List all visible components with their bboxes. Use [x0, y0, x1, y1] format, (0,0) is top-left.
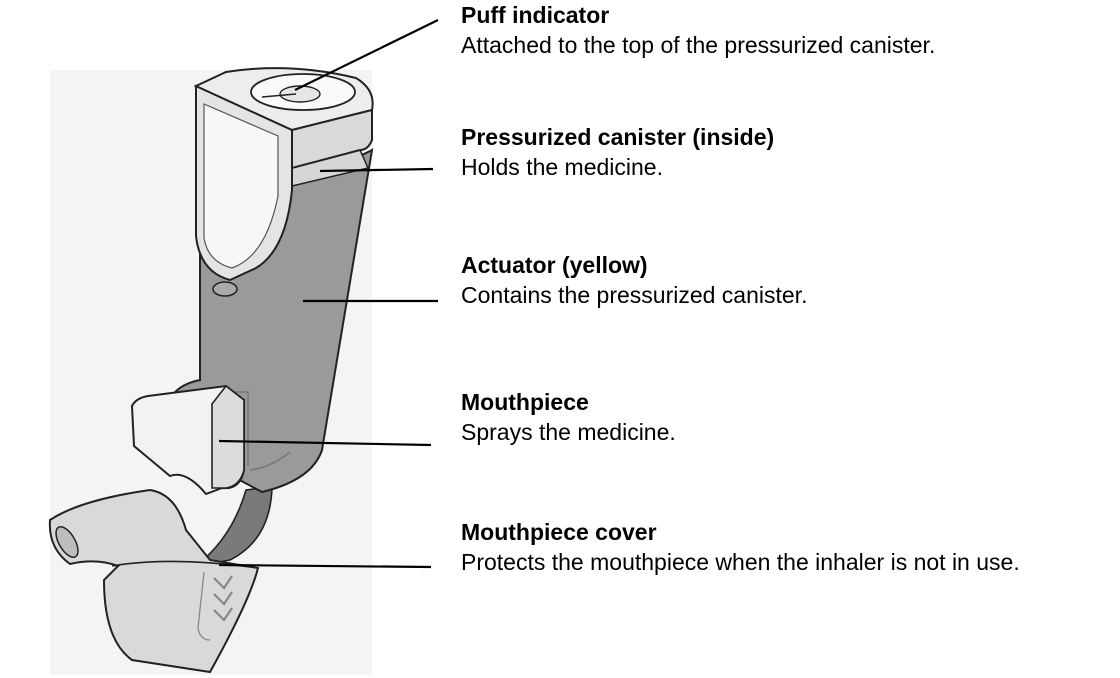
puff-indicator-window [203, 103, 279, 269]
leader-line-puff-indicator [294, 19, 439, 91]
puff-counter-hub [279, 85, 321, 103]
label-mouthpiece-cover-name: Mouthpiece cover [461, 519, 657, 545]
mouthpiece-side [211, 384, 245, 489]
label-canister-name: Pressurized canister (inside) [461, 124, 775, 150]
puff-indicator-side [291, 108, 373, 170]
label-mouthpiece: Mouthpiece Sprays the medicine. [461, 387, 676, 447]
label-actuator-description: Contains the pressurized canister. [461, 282, 808, 308]
puff-counter-slot [261, 93, 297, 98]
actuator-button [212, 281, 238, 297]
label-actuator: Actuator (yellow) Contains the pressuriz… [461, 250, 807, 310]
label-actuator-name: Actuator (yellow) [461, 252, 648, 278]
label-mouthpiece-description: Sprays the medicine. [461, 419, 676, 445]
leader-line-canister [319, 167, 434, 173]
leader-line-mouthpiece [218, 439, 432, 447]
label-puff-indicator-name: Puff indicator [461, 2, 610, 28]
leader-line-mouthpiece-cover [218, 563, 432, 569]
label-puff-indicator-description: Attached to the top of the pressurized c… [461, 32, 936, 58]
cover-ridge [197, 571, 211, 641]
cover-grip-chevrons [213, 575, 233, 622]
actuator-seam [249, 451, 291, 471]
label-puff-indicator: Puff indicator Attached to the top of th… [461, 0, 935, 60]
label-mouthpiece-name: Mouthpiece [461, 389, 589, 415]
label-mouthpiece-cover-description: Protects the mouthpiece when the inhaler… [461, 549, 1020, 575]
label-canister: Pressurized canister (inside) Holds the … [461, 122, 774, 182]
label-canister-description: Holds the medicine. [461, 154, 663, 180]
mouthpiece-cover [48, 488, 260, 674]
label-mouthpiece-cover: Mouthpiece cover Protects the mouthpiece… [461, 517, 1020, 577]
cover-hook [55, 525, 79, 559]
